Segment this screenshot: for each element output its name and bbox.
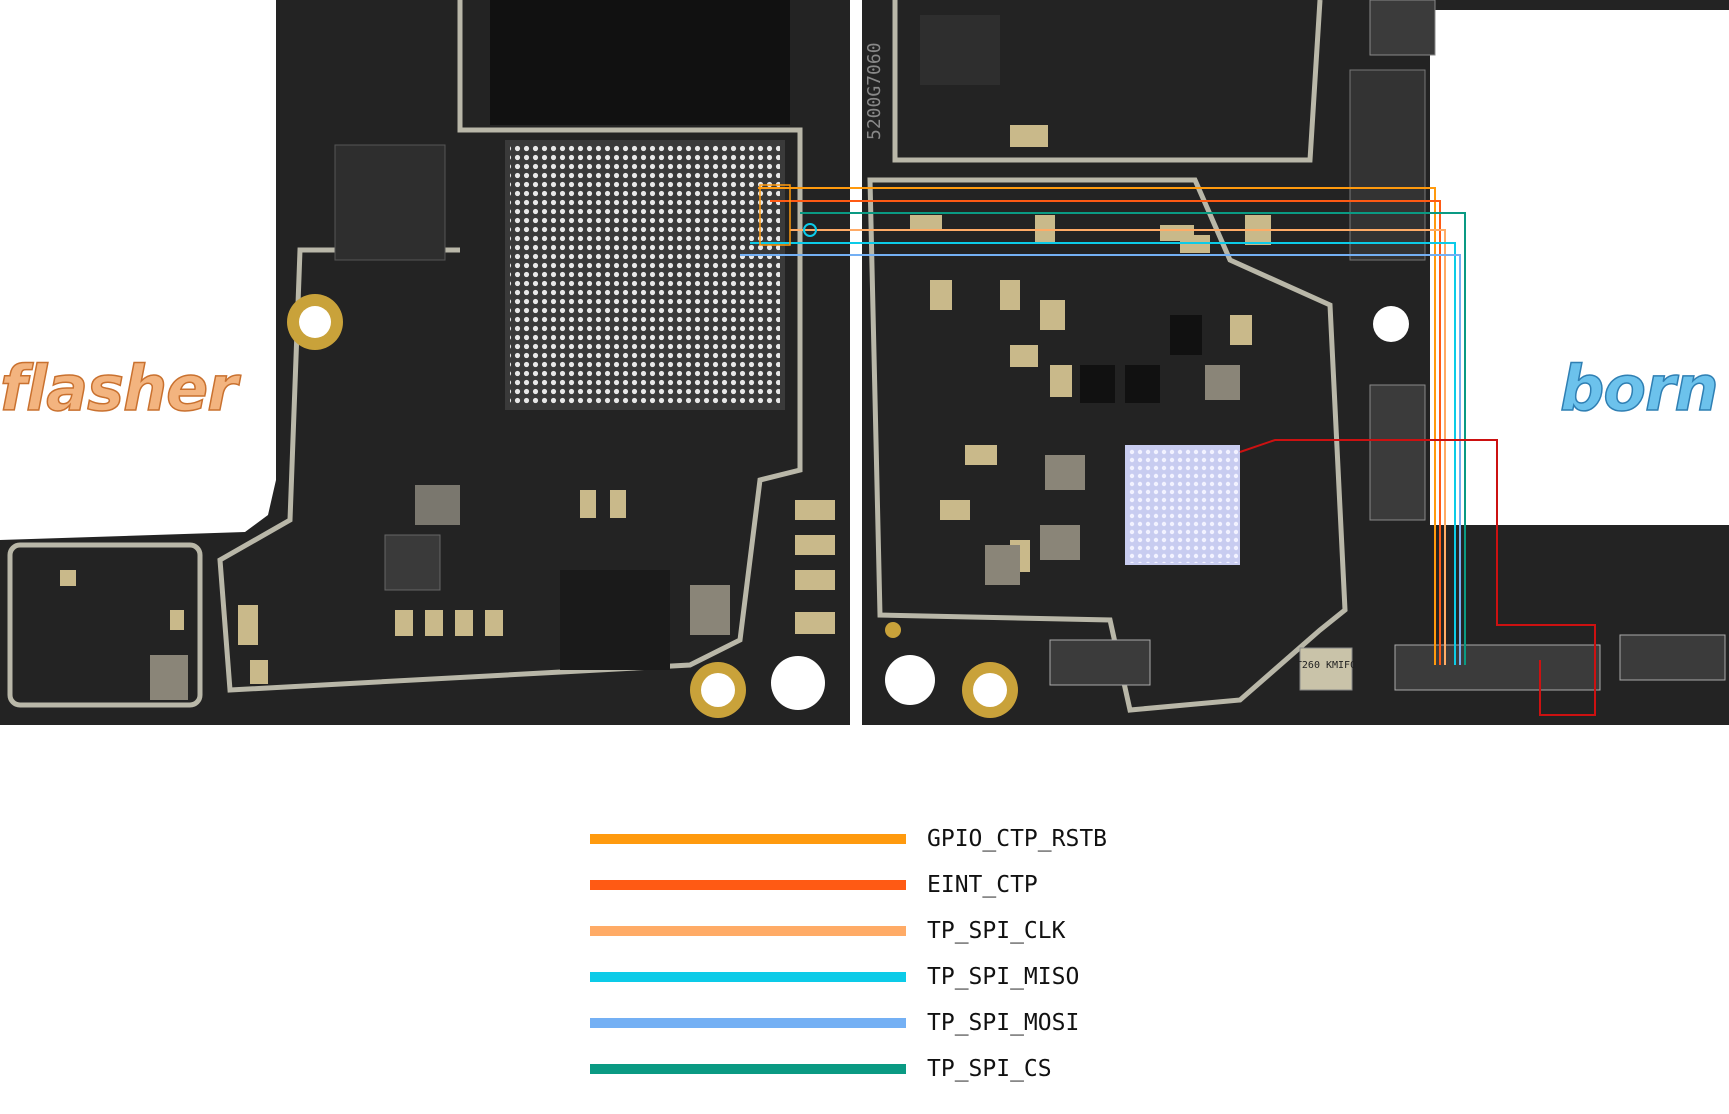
pcb-board-image: T260 KMIFO 5200G7060 [0,0,1729,725]
legend-item: TP_SPI_MOSI [590,1010,1290,1056]
legend-item: GPIO_CTP_RSTB [590,826,1290,872]
signal-legend: GPIO_CTP_RSTB EINT_CTP TP_SPI_CLK TP_SPI_MI… [590,826,1290,1102]
legend-label: GPIO_CTP_RSTB [927,826,1108,852]
watermark-text-right: born [1559,351,1719,426]
crystal-marking: T260 KMIFO [1296,660,1356,671]
left-board [0,0,850,725]
legend-swatch [590,834,906,844]
trace-tp-spi-miso [750,242,1456,665]
signal-traces [740,184,1596,716]
trace-eint-ctp [770,200,1441,665]
legend-item: EINT_CTP [590,872,1290,918]
watermark-text-left: flasher [0,351,238,426]
legend-item: TP_SPI_CS [590,1056,1290,1102]
trace-tp-spi-mosi [740,254,1461,665]
legend-swatch [590,926,906,936]
legend-label: TP_SPI_MISO [927,964,1080,990]
legend-swatch [590,1064,906,1074]
legend-label: EINT_CTP [927,872,1038,898]
trace-red [1239,439,1596,716]
legend-item: TP_SPI_CLK [590,918,1290,964]
legend-swatch [590,972,906,982]
silkscreen-code: 5200G7060 [864,42,885,140]
legend-label: TP_SPI_CLK [927,918,1066,944]
legend-label: TP_SPI_MOSI [927,1010,1080,1036]
legend-swatch [590,880,906,890]
legend-item: TP_SPI_MISO [590,964,1290,1010]
legend-label: TP_SPI_CS [927,1056,1052,1082]
trace-gpio-ctp-rstb [758,187,1436,665]
trace-tp-spi-clk [790,229,1446,665]
trace-tp-spi-cs [800,212,1466,665]
legend-swatch [590,1018,906,1028]
